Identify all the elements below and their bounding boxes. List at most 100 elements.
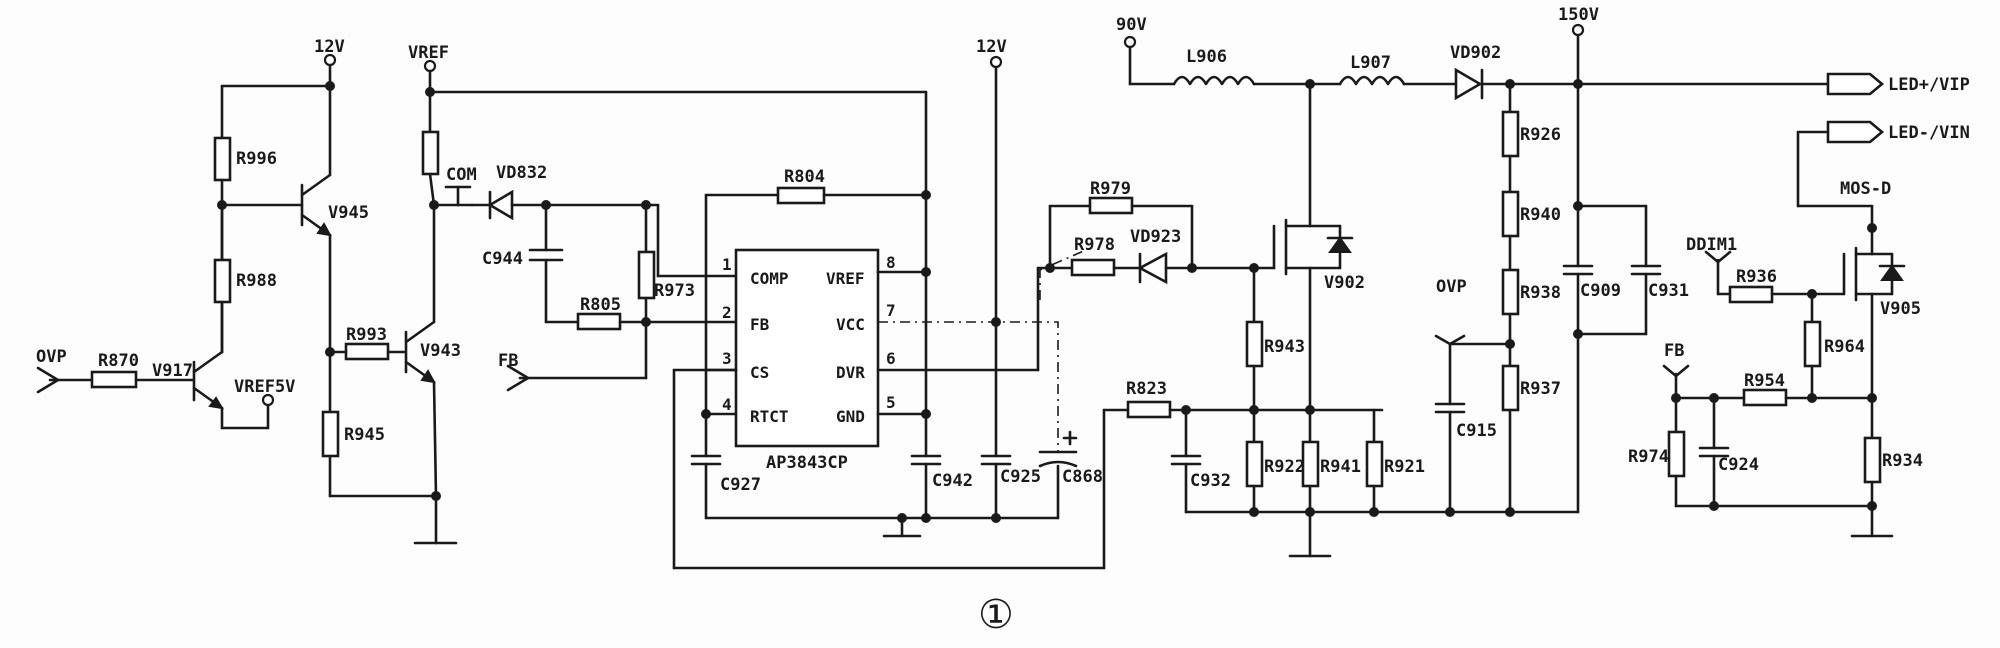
resistor-r978 — [1070, 258, 1116, 277]
inductor-l907 — [1338, 75, 1406, 86]
resistor-r921 — [1365, 440, 1384, 488]
resistor-r870 — [90, 370, 138, 389]
ic-pin2-num: 2 — [722, 303, 732, 322]
label-r945: R945 — [344, 425, 385, 445]
resistor-r926 — [1501, 110, 1520, 158]
label-r870: R870 — [98, 351, 139, 371]
led-minus-connector — [1826, 120, 1885, 144]
resistor-r922 — [1245, 440, 1264, 488]
label-c931: C931 — [1648, 281, 1689, 301]
resistor-r974 — [1667, 430, 1686, 478]
150v-terminal — [1571, 23, 1585, 37]
ic-pin2-name: FB — [750, 315, 770, 334]
label-ovp-in: OVP — [36, 347, 67, 367]
label-fb-right: FB — [1664, 341, 1684, 361]
label-r940: R940 — [1520, 205, 1561, 225]
mosfet-v902 — [1272, 218, 1354, 276]
label-r996: R996 — [236, 149, 277, 169]
ic-pin5-name: GND — [836, 407, 865, 426]
resistor-r941 — [1301, 440, 1320, 488]
label-mos-d: MOS-D — [1840, 179, 1891, 199]
label-fb-in: FB — [498, 351, 518, 371]
label-led-minus: LED-/VIN — [1888, 123, 1970, 143]
resistor-r940 — [1501, 190, 1520, 238]
label-r988: R988 — [236, 271, 277, 291]
ic-ap3843cp — [734, 248, 880, 448]
label-c924: C924 — [1718, 455, 1759, 475]
resistor-r988 — [213, 258, 232, 304]
label-150v: 150V — [1558, 5, 1599, 25]
label-vref5v: VREF5V — [234, 377, 295, 397]
ic-pin1-name: COMP — [750, 269, 789, 288]
label-c868: C868 — [1062, 467, 1103, 487]
resistor-r993 — [344, 342, 390, 361]
resistor-r804 — [776, 186, 826, 205]
label-r937: R937 — [1520, 379, 1561, 399]
label-90v: 90V — [1116, 15, 1147, 35]
label-r926: R926 — [1520, 125, 1561, 145]
label-v905: V905 — [1880, 299, 1921, 319]
ic-pin7-num: 7 — [886, 301, 896, 320]
figure-number: ① — [978, 592, 1014, 638]
label-vd902: VD902 — [1450, 43, 1501, 63]
label-r805: R805 — [580, 295, 621, 315]
resistor-r938 — [1501, 268, 1520, 316]
label-12v-left: 12V — [314, 37, 345, 57]
label-c925: C925 — [1000, 467, 1041, 487]
label-r993: R993 — [346, 325, 387, 345]
label-vd923: VD923 — [1130, 227, 1181, 247]
resistor-r954 — [1742, 388, 1788, 407]
ic-pin8-num: 8 — [886, 253, 896, 272]
transistor-v917 — [192, 350, 224, 410]
label-c915: C915 — [1456, 421, 1497, 441]
ic-pin3-name: CS — [750, 363, 769, 382]
ic-pin7-name: VCC — [836, 315, 865, 334]
ic-pin1-num: 1 — [722, 255, 732, 274]
label-r936: R936 — [1736, 267, 1777, 287]
label-r804: R804 — [784, 167, 825, 187]
ic-pin3-num: 3 — [722, 349, 732, 368]
resistor-r805 — [576, 312, 622, 331]
label-r954: R954 — [1744, 371, 1785, 391]
ic-pin6-num: 6 — [886, 349, 896, 368]
label-c909: C909 — [1580, 281, 1621, 301]
diode-vd832 — [470, 189, 514, 221]
label-ddim1: DDIM1 — [1686, 235, 1737, 255]
resistor-r979 — [1088, 196, 1134, 215]
label-r979: R979 — [1090, 179, 1131, 199]
resistor-r996 — [213, 136, 232, 182]
label-r934: R934 — [1882, 451, 1923, 471]
resistor-r943 — [1245, 320, 1264, 368]
90v-terminal — [1123, 35, 1137, 49]
led-plus-connector — [1826, 72, 1885, 96]
resistor-r936 — [1728, 285, 1774, 304]
label-led-plus: LED+/VIP — [1888, 75, 1970, 95]
label-vref-top: VREF — [408, 43, 449, 63]
label-c932: C932 — [1190, 471, 1231, 491]
label-r938: R938 — [1520, 283, 1561, 303]
label-v917: V917 — [152, 361, 193, 381]
inductor-l906 — [1172, 75, 1256, 86]
label-c944: C944 — [482, 249, 523, 269]
label-r973: R973 — [654, 281, 695, 301]
label-r943: R943 — [1264, 337, 1305, 357]
resistor-r937 — [1501, 364, 1520, 412]
ic-pin4-num: 4 — [722, 395, 732, 414]
label-r964: R964 — [1824, 337, 1865, 357]
label-v943: V943 — [420, 341, 461, 361]
label-v902: V902 — [1324, 273, 1365, 293]
resistor-r945 — [321, 410, 340, 458]
resistor-r934 — [1863, 436, 1882, 484]
label-v945: V945 — [328, 203, 369, 223]
label-vd832: VD832 — [496, 163, 547, 183]
label-ovp-mid: OVP — [1436, 277, 1467, 297]
mosfet-v905 — [1842, 246, 1906, 302]
resistor-r973 — [637, 250, 656, 300]
resistor-vref-pullup — [421, 130, 440, 176]
ic-pin8-name: VREF — [826, 269, 865, 288]
diode-vd923 — [1137, 251, 1168, 285]
resistor-r823 — [1126, 400, 1172, 419]
label-c942: C942 — [932, 471, 973, 491]
